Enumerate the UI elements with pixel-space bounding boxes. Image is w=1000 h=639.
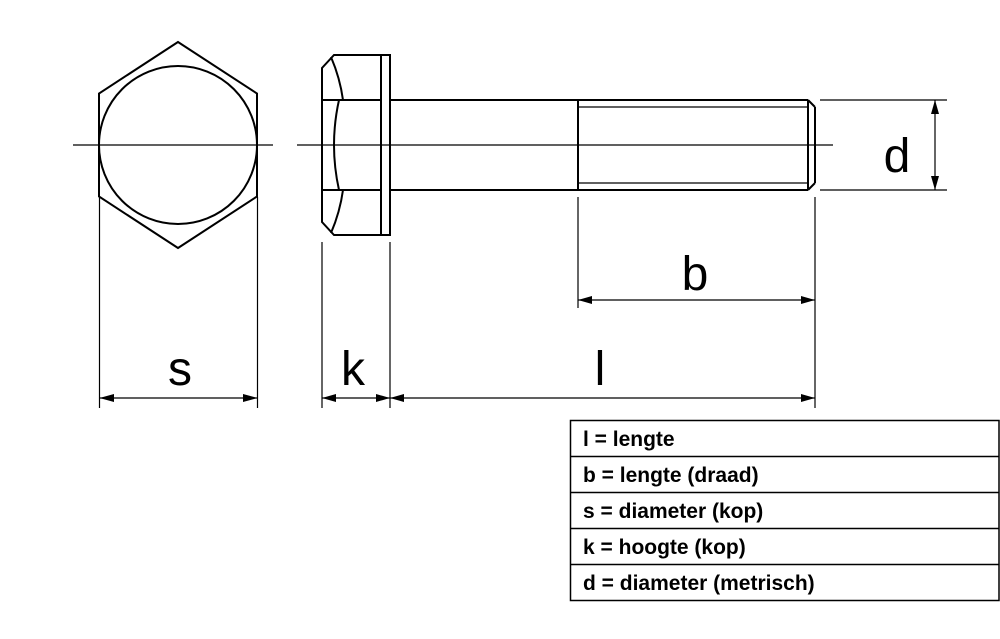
chamfer-arc-bottom: [330, 189, 344, 234]
label-l: l: [595, 343, 606, 396]
inscribed-circle: [98, 65, 258, 225]
dimension-s: s: [98, 197, 259, 408]
arrowhead-left-icon: [99, 394, 114, 402]
dimension-b: b: [577, 197, 815, 308]
arrowhead-down-icon: [931, 176, 939, 190]
hexagon-outline: [98, 40, 258, 250]
legend-border: [569, 419, 1000, 602]
chamfer-arc-top: [330, 56, 344, 101]
bolt-shank-side-view: [390, 99, 816, 191]
dimension-l: l: [390, 197, 816, 408]
arrowhead-left-icon: [322, 394, 336, 402]
tip-chamfer-bottom: [807, 182, 816, 191]
arrowhead-right-icon: [801, 394, 815, 402]
arrowhead-right-icon: [801, 296, 815, 304]
label-b: b: [682, 248, 709, 301]
dimension-d: d: [820, 99, 947, 191]
arrowhead-up-icon: [931, 100, 939, 114]
chamfer-arc-middle: [333, 99, 340, 191]
arrowhead-right-icon: [243, 394, 258, 402]
legend-row-l: l = lengte: [583, 428, 675, 451]
arrowhead-right-icon: [376, 394, 390, 402]
legend-row-d: d = diameter (metrisch): [583, 572, 815, 595]
head-outline: [321, 54, 391, 236]
label-s: s: [168, 343, 192, 396]
label-d: d: [884, 130, 911, 183]
arrowhead-left-icon: [578, 296, 592, 304]
label-k: k: [341, 343, 366, 396]
legend-row-b: b = lengte (draad): [583, 464, 759, 487]
bolt-head-side-view: [321, 54, 391, 236]
legend-table: l = lengte b = lengte (draad) s = diamet…: [569, 419, 1000, 602]
legend-row-s: s = diameter (kop): [583, 500, 763, 523]
hex-head-front-view: [98, 40, 258, 250]
tip-chamfer-top: [807, 99, 816, 108]
arrowhead-left-icon: [390, 394, 404, 402]
dimension-k: k: [321, 242, 391, 408]
legend-row-k: k = hoogte (kop): [583, 536, 746, 559]
